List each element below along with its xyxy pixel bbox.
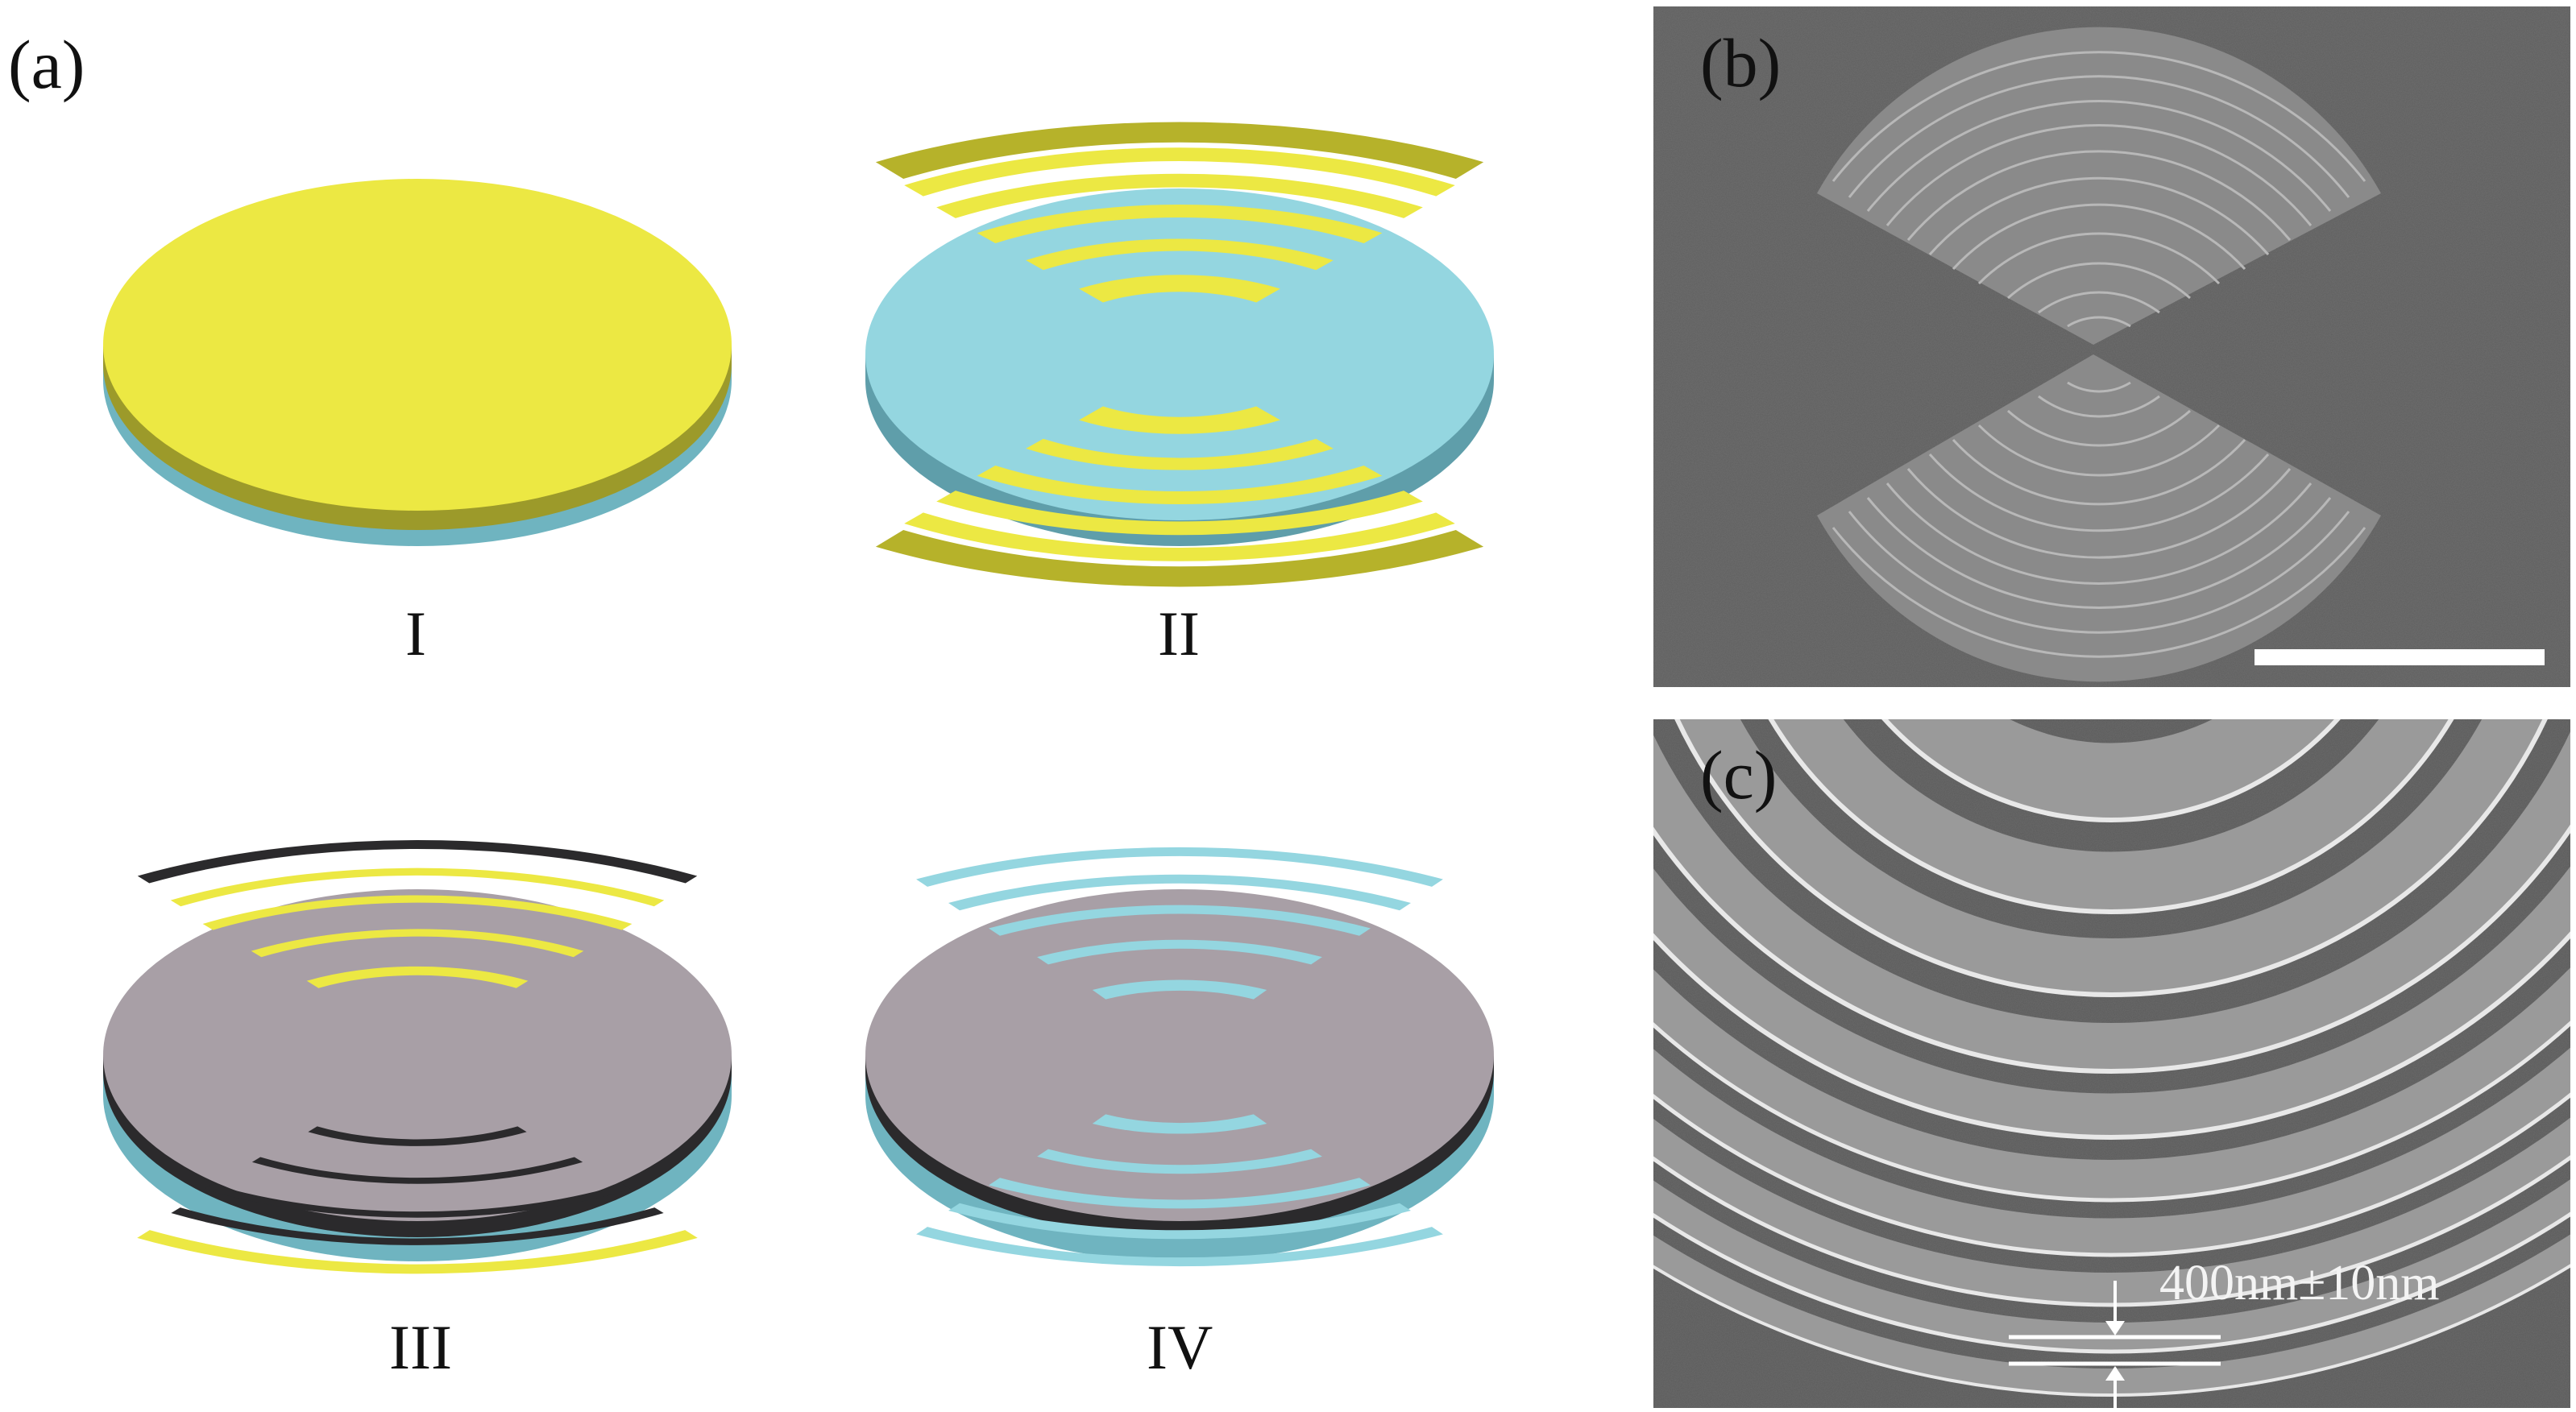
step-label-3: III [389, 1312, 452, 1382]
panel-label-b: (b) [1700, 24, 1782, 101]
upper-zone-rings [1831, 51, 2367, 328]
panel-label-a: (a) [8, 26, 85, 103]
gold-ring-pattern [875, 122, 1484, 587]
lower-zone-rings [1831, 381, 2367, 658]
width-marker [2009, 1281, 2221, 1408]
panel-label-c: (c) [1700, 736, 1777, 814]
step-label-1: I [405, 598, 426, 669]
sem-image-overview [1653, 6, 2570, 687]
disk-step-4 [865, 847, 1494, 1267]
disk-step-3 [103, 840, 732, 1274]
scale-bar [2255, 649, 2545, 665]
step-label-2: II [1158, 598, 1200, 669]
sem-image-zoom [1653, 719, 2570, 1408]
disk-step-1 [103, 179, 732, 546]
width-measurement-label: 400nm±10nm [2159, 1256, 2440, 1311]
disk-step-2 [865, 122, 1494, 587]
step-label-4: IV [1147, 1312, 1213, 1382]
